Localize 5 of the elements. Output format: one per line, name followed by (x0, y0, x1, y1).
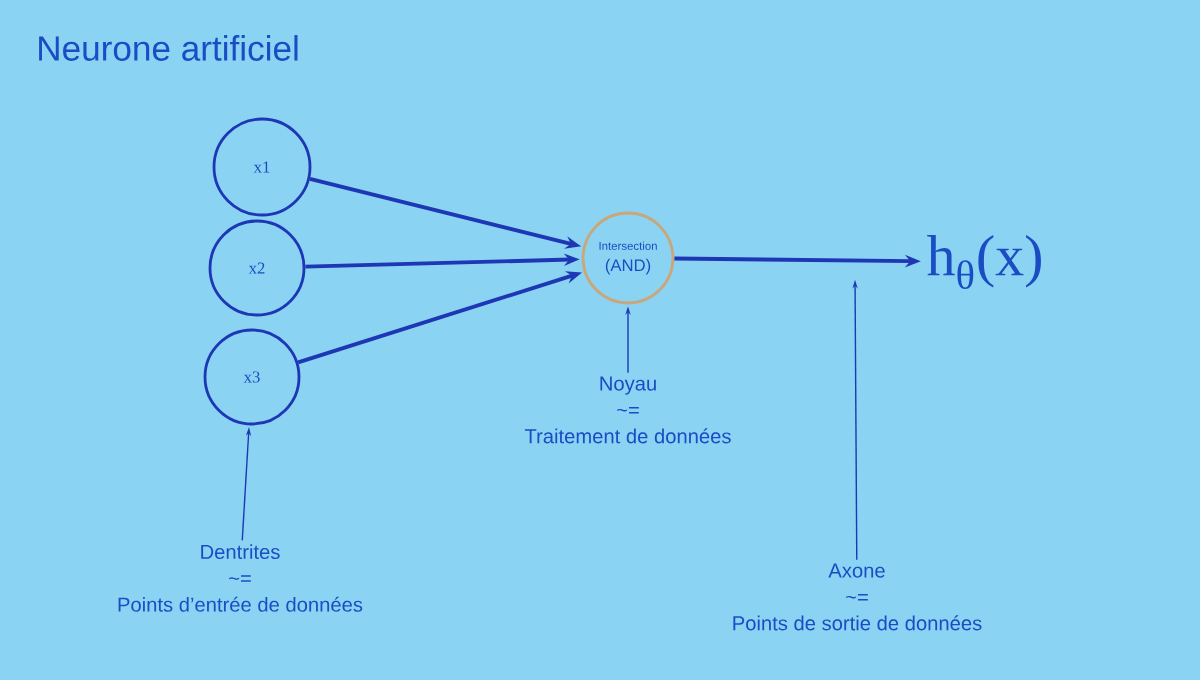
output-formula: h$_{θ}$(x) (927, 235, 1041, 289)
annotation-text: Dentrites ~= Points d’entrée de données (118, 544, 363, 612)
annotation-text: Axone ~= Points de sortie de données (733, 563, 982, 631)
slide-title: Neurone artificiel (39, 35, 298, 61)
annotation-text: Noyau ~= Traitement de données (524, 376, 731, 444)
